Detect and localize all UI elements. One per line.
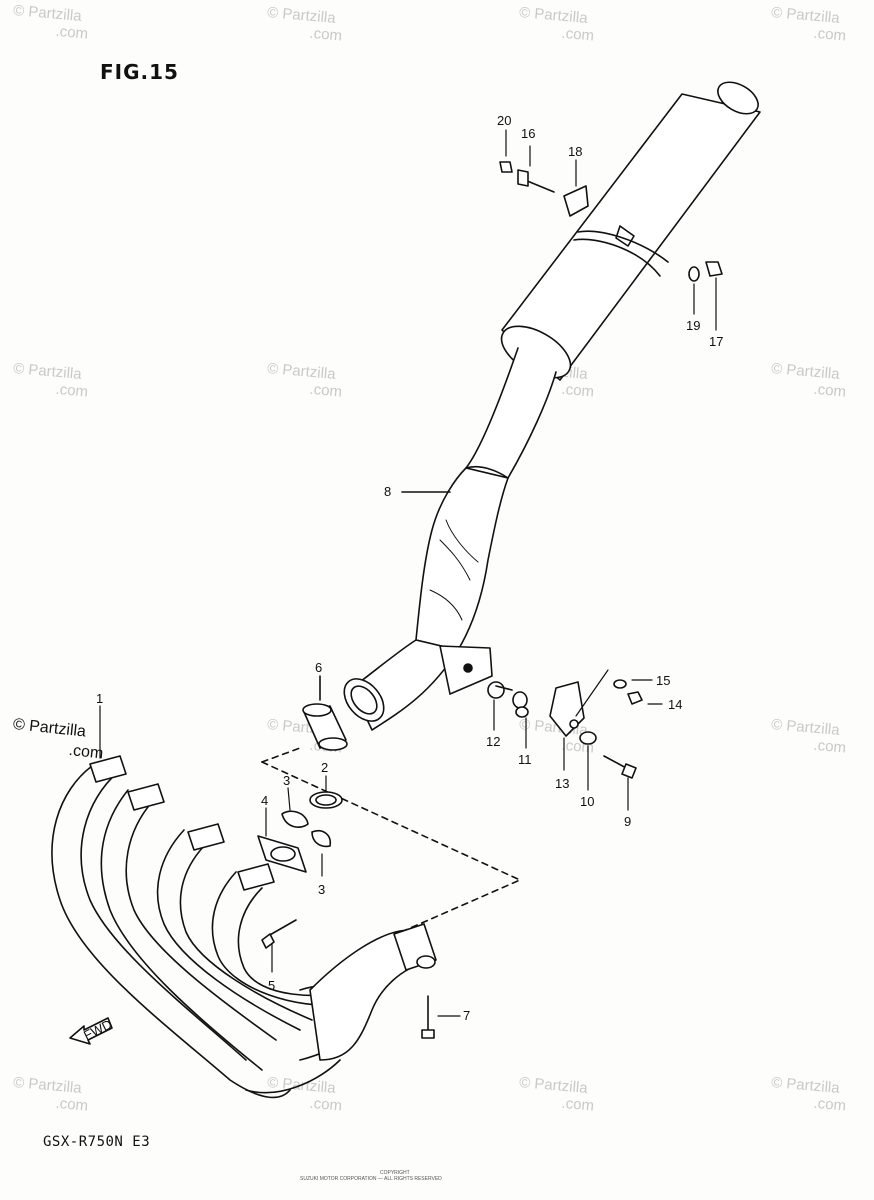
callout-13: 13 <box>555 776 569 791</box>
callout-5: 5 <box>268 978 275 993</box>
callout-3: 3 <box>283 773 290 788</box>
clamp-parts <box>257 791 343 873</box>
callout-2: 2 <box>321 760 328 775</box>
callout-8: 8 <box>384 484 391 499</box>
leader-lines <box>99 129 717 1017</box>
callout-17: 17 <box>709 334 723 349</box>
callout-4: 4 <box>261 793 268 808</box>
model-label: GSX-R750N E3 <box>43 1134 151 1150</box>
muffler-body <box>500 81 761 381</box>
fwd-arrow-icon <box>69 1017 113 1045</box>
callout-1: 1 <box>96 691 103 706</box>
callout-6: 6 <box>315 660 322 675</box>
footer-line-2: SUZUKI MOTOR CORPORATION — ALL RIGHTS RE… <box>300 1176 442 1182</box>
callout-16: 16 <box>521 126 535 141</box>
callout-20: 20 <box>497 113 511 128</box>
callout-12: 12 <box>486 734 500 749</box>
hardware <box>261 161 723 1039</box>
header-pipes <box>51 755 358 1099</box>
callout-11: 11 <box>518 752 532 767</box>
figure-title: FIG.15 <box>100 60 179 84</box>
footer-line-1: COPYRIGHT <box>380 1170 410 1176</box>
fwd-label: FWD <box>81 1016 114 1042</box>
callout-14: 14 <box>668 697 682 712</box>
callout-18: 18 <box>568 144 582 159</box>
collector <box>309 923 437 1061</box>
connector-pipe <box>343 347 557 731</box>
callout-7: 7 <box>463 1008 470 1023</box>
callout-15: 15 <box>656 673 670 688</box>
callout-labels: 1 2 3 3 4 5 6 7 8 9 10 11 12 13 14 15 16… <box>81 113 723 1043</box>
copyright-url: .com <box>67 741 105 763</box>
callout-9: 9 <box>624 814 631 829</box>
gasket-ring <box>302 703 348 751</box>
callout-3: 3 <box>318 882 325 897</box>
callout-19: 19 <box>686 318 700 333</box>
callout-10: 10 <box>580 794 594 809</box>
